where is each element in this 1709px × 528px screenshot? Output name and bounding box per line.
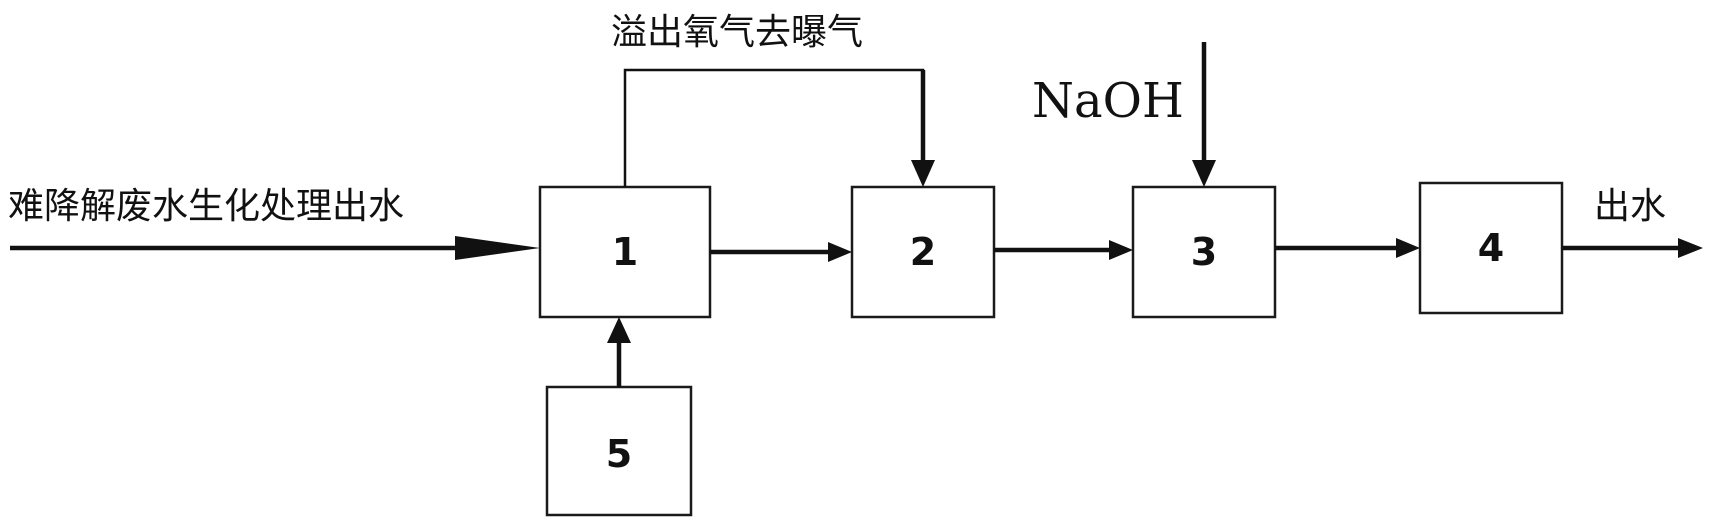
unit-2: 2 — [850, 185, 996, 319]
unit-2-label: 2 — [910, 230, 936, 274]
unit-4: 4 — [1418, 181, 1564, 315]
overflow-label: 溢出氧气去曝气 — [611, 12, 863, 53]
arrow-2-to-3 — [994, 240, 1133, 260]
arrow-1-to-2 — [710, 242, 852, 262]
unit-3-label: 3 — [1191, 230, 1217, 274]
outflow-arrow-head — [1678, 238, 1703, 258]
arrow-2-to-3-head — [1109, 240, 1133, 260]
inflow-label: 难降解废水生化处理出水 — [8, 186, 404, 227]
arrow-5-to-1 — [607, 317, 631, 387]
unit-4-label: 4 — [1478, 226, 1504, 270]
arrow-3-to-4 — [1275, 238, 1420, 258]
naoh-arrow — [1192, 42, 1216, 187]
inflow-arrow — [10, 236, 540, 260]
inflow-arrow-head — [455, 236, 540, 260]
overflow-loop-arrow — [623, 68, 935, 187]
unit-1: 1 — [538, 185, 712, 319]
naoh-label: NaOH — [1032, 73, 1184, 129]
unit-5-label: 5 — [606, 432, 632, 476]
arrow-3-to-4-head — [1396, 238, 1420, 258]
arrow-1-to-2-head — [828, 242, 852, 262]
unit-5: 5 — [545, 385, 693, 517]
arrow-5-to-1-head — [607, 317, 631, 343]
unit-1-box — [538, 185, 712, 319]
overflow-loop-head — [911, 160, 935, 187]
unit-1-label: 1 — [612, 230, 638, 274]
naoh-arrow-head — [1192, 160, 1216, 187]
unit-2-box — [850, 185, 996, 319]
unit-3: 3 — [1131, 185, 1277, 319]
overflow-loop-line — [623, 68, 925, 187]
outflow-label: 出水 — [1594, 186, 1666, 227]
unit-5-box — [545, 385, 693, 517]
outflow-arrow — [1562, 238, 1703, 258]
